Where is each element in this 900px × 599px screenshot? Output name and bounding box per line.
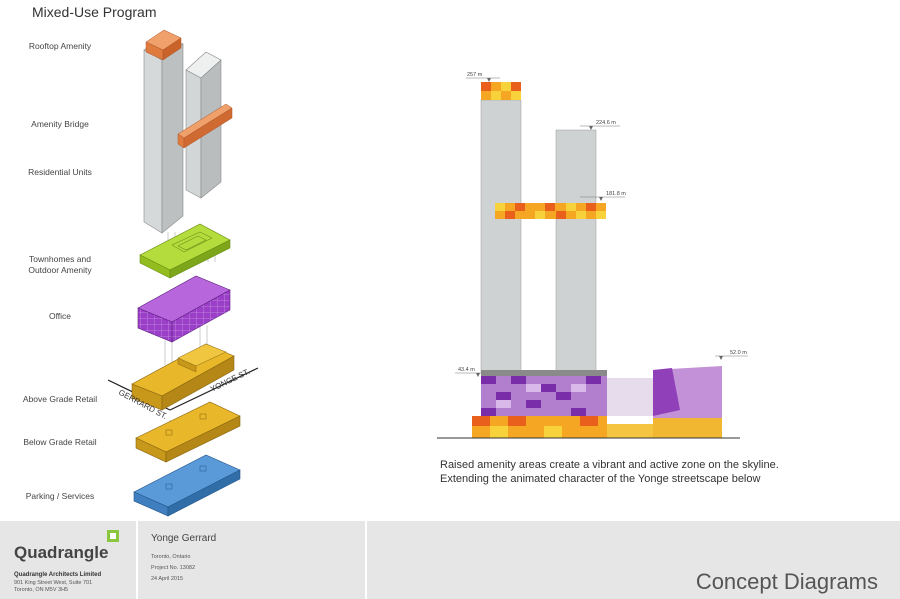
page-title: Mixed-Use Program [32, 4, 157, 20]
firm-address-line-1: 901 King Street West, Suite 701 [14, 580, 93, 586]
caption-line-2: Extending the animated character of the … [440, 473, 761, 485]
podium-transfer-band [481, 370, 607, 376]
amenity-bridge-band [495, 203, 606, 219]
height-marker-224-6: 224.6 m [580, 120, 620, 130]
amenity-bridge [177, 103, 233, 149]
parking-services [133, 454, 241, 517]
above-grade-retail [107, 343, 259, 411]
adjacent-building-light [607, 378, 653, 416]
title-block-divider [136, 521, 138, 599]
townhomes-podium [139, 223, 231, 279]
height-marker-181-8: 181.8 m [580, 191, 626, 201]
svg-text:257 m: 257 m [467, 72, 483, 78]
height-marker-43-4: 43.4 m [455, 367, 484, 377]
layer-label-residential-units: Residential Units [28, 167, 92, 177]
project-name: Yonge Gerrard [151, 533, 217, 544]
diagram-caption: Raised amenity areas create a vibrant an… [440, 458, 779, 486]
height-marker-52-0: 52.0 m [715, 350, 748, 360]
layer-label-amenity-bridge: Amenity Bridge [31, 119, 89, 129]
firm-address-line-2: Toronto, ON M5V 3H5 [14, 587, 69, 593]
exploded-program-diagram: GERRARD ST. YONGE ST. [107, 29, 259, 517]
tower-east [555, 129, 597, 373]
elevation-diagram: 257 m 224.6 m 181.8 m 43.4 m 52.0 m [437, 72, 748, 439]
rooftop-amenity-band [481, 82, 521, 100]
layer-label-below-grade-retail: Below Grade Retail [23, 437, 97, 447]
svg-text:224.6 m: 224.6 m [596, 120, 616, 126]
layer-label-office: Office [48, 311, 72, 321]
project-date: 24 April 2015 [151, 576, 184, 582]
adjacent-building-purple-shade [653, 368, 680, 416]
rooftop-amenity [145, 29, 182, 61]
project-number: Project No. 13082 [151, 565, 196, 571]
layer-label-rooftop-amenity: Rooftop Amenity [28, 41, 92, 51]
title-block: Quadrangle Quadrangle Architects Limited… [0, 521, 900, 599]
svg-text:52.0 m: 52.0 m [730, 350, 747, 356]
office-floors [137, 275, 231, 343]
height-marker-257: 257 m [466, 72, 500, 82]
firm-name: Quadrangle Architects Limited [14, 572, 102, 578]
tower-west [480, 99, 522, 373]
company-logo: Quadrangle [14, 543, 109, 562]
retail-base [472, 416, 722, 438]
svg-text:43.4 m: 43.4 m [458, 367, 475, 373]
svg-text:181.8 m: 181.8 m [606, 191, 626, 197]
sheet-title: Concept Diagrams [695, 569, 878, 594]
below-grade-retail [135, 401, 241, 463]
project-city: Toronto, Ontario [151, 554, 191, 560]
caption-line-1: Raised amenity areas create a vibrant an… [440, 459, 779, 471]
title-block-divider [365, 521, 367, 599]
quadrangle-logo-icon [107, 530, 119, 542]
office-podium [481, 376, 607, 416]
layer-label-above-grade-retail: Above Grade Retail [22, 394, 98, 404]
layer-label-townhomes: Townhomes and Outdoor Amenity [28, 254, 92, 275]
layer-label-parking: Parking / Services [25, 491, 95, 501]
